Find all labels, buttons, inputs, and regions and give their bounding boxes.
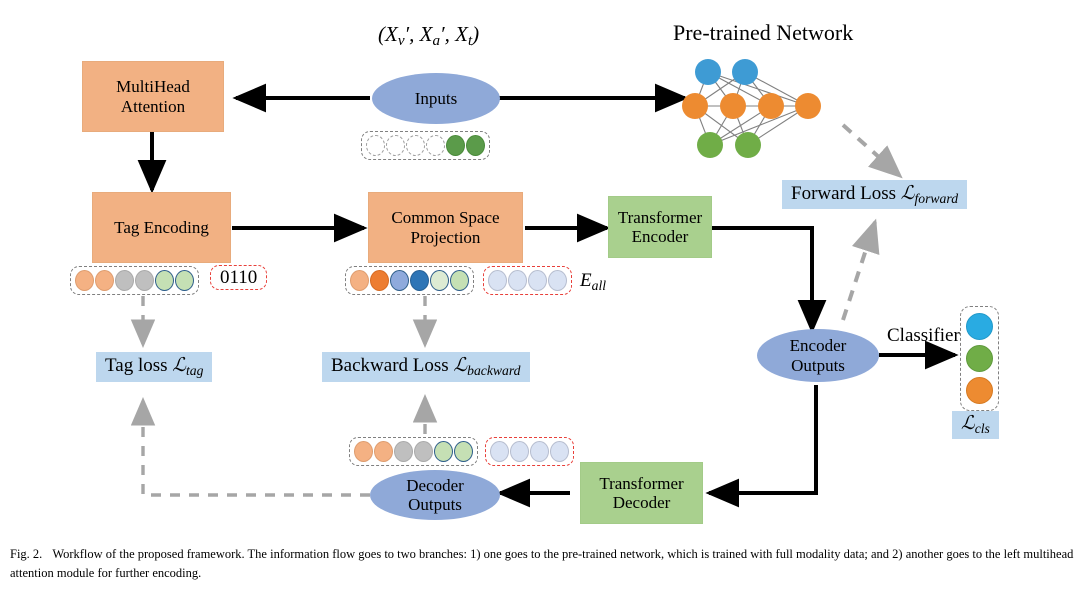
common-space-projection-box[interactable]: Common Space Projection (368, 192, 523, 263)
arrow-encoder-to-encoderoutputs (712, 226, 827, 334)
arrow-encoderoutputs-to-decoder (705, 385, 818, 508)
token-dot-lightgreen (155, 270, 174, 291)
dashed-decoderoutputs-to-tagloss (130, 396, 370, 497)
transformer-decoder-label-line2: Decoder (612, 493, 671, 512)
network-node-input-2 (732, 59, 758, 85)
token-dot-lightgreen (450, 270, 469, 291)
token-dot-paleblue (530, 441, 549, 462)
multihead-attention-label-line1: MultiHead (116, 77, 190, 97)
network-node-input-1 (695, 59, 721, 85)
token-dot-lightorange (75, 270, 94, 291)
tag-encoding-label: Tag Encoding (114, 217, 209, 237)
multihead-attention-box[interactable]: MultiHead Attention (82, 61, 224, 132)
token-dot-paleblue (528, 270, 547, 291)
dashed-encoderoutputs-to-forwardloss (841, 218, 880, 321)
pretrained-network-graph (694, 71, 809, 146)
token-dot-lightgreen (434, 441, 453, 462)
token-dot-lightorange (95, 270, 114, 291)
inputs-token-strip (361, 131, 490, 160)
token-dot-green (466, 135, 485, 156)
token-dot-empty (406, 135, 425, 156)
tag-encoding-box[interactable]: Tag Encoding (92, 192, 231, 263)
inputs-label: Inputs (414, 88, 458, 108)
cls-loss-box: ℒcls (952, 411, 999, 439)
backward-loss-box: Backward Loss ℒbackward (322, 352, 530, 382)
tag-bits-label: 0110 (220, 267, 258, 288)
transformer-decoder-box[interactable]: Transformer Decoder (580, 462, 703, 524)
tag-bits-box: 0110 (210, 265, 268, 290)
token-dot-gray (135, 270, 154, 291)
token-dot-paleblue (550, 441, 569, 462)
token-dot-gray (115, 270, 134, 291)
inputs-ellipse[interactable]: Inputs (372, 73, 500, 124)
figure-caption: Fig. 2.Workflow of the proposed framewor… (10, 545, 1076, 584)
input-formula: (Xv′, Xa′, Xt) (378, 22, 480, 50)
token-dot-gray (414, 441, 433, 462)
transformer-encoder-label-line1: Transformer (617, 207, 703, 227)
e-all-label: Eall (580, 270, 607, 293)
token-dot-green (446, 135, 465, 156)
pretrained-network-nodes (682, 59, 821, 158)
common-space-label-line1: Common Space (391, 208, 500, 228)
network-node-output-2 (735, 132, 761, 158)
token-dot-empty (366, 135, 385, 156)
token-dot-palegreen (430, 270, 449, 291)
token-dot-lightblue (390, 270, 409, 291)
token-dot-gray (394, 441, 413, 462)
token-dot-paleblue (508, 270, 527, 291)
token-dot-lightorange (374, 441, 393, 462)
classifier-label: Classifier (887, 325, 960, 346)
encoder-outputs-label-line1: Encoder (789, 336, 847, 356)
encoder-outputs-ellipse[interactable]: Encoder Outputs (757, 329, 879, 382)
figure-caption-text: Workflow of the proposed framework. The … (10, 547, 1074, 581)
pretrained-network-title: Pre-trained Network (673, 20, 854, 45)
token-dot-lightgreen (454, 441, 473, 462)
transformer-encoder-box[interactable]: Transformer Encoder (608, 196, 712, 258)
transformer-encoder-label-line2: Encoder (631, 227, 689, 246)
tag-encoding-token-strip (70, 266, 199, 295)
decoder-pale-token-strip (485, 437, 574, 466)
decoder-outputs-ellipse[interactable]: Decoder Outputs (370, 470, 500, 520)
token-dot-lightorange (354, 441, 373, 462)
token-dot-paleblue (510, 441, 529, 462)
tag-loss-label: Tag loss ℒtag (105, 355, 204, 379)
class-dot-cyan (966, 313, 993, 340)
cls-loss-label: ℒcls (961, 413, 990, 437)
token-dot-empty (386, 135, 405, 156)
common-space-label-line2: Projection (410, 227, 481, 247)
network-node-hidden-1 (682, 93, 708, 119)
forward-loss-box: Forward Loss ℒforward (782, 180, 968, 209)
decoder-token-strip (349, 437, 478, 466)
token-dot-blue (410, 270, 429, 291)
backward-loss-label: Backward Loss ℒbackward (331, 355, 521, 379)
e-all-token-strip (483, 266, 572, 295)
token-dot-orange (370, 270, 389, 291)
common-space-token-strip (345, 266, 474, 295)
dashed-pretrained-to-forwardloss (841, 123, 903, 179)
network-node-output-1 (697, 132, 723, 158)
network-node-hidden-4 (795, 93, 821, 119)
token-dot-lightorange (350, 270, 369, 291)
token-dot-paleblue (548, 270, 567, 291)
token-dot-paleblue (490, 441, 509, 462)
figure-number: Fig. 2. (10, 547, 43, 561)
token-dot-empty (426, 135, 445, 156)
decoder-outputs-label-line2: Outputs (408, 495, 462, 514)
forward-loss-label: Forward Loss ℒforward (791, 182, 959, 206)
token-dot-lightgreen (175, 270, 194, 291)
network-node-hidden-3 (758, 93, 784, 119)
classifier-output-strip (960, 306, 999, 411)
class-dot-orange (966, 377, 993, 404)
token-dot-paleblue (488, 270, 507, 291)
transformer-decoder-label-line1: Transformer (599, 473, 684, 493)
tag-loss-box: Tag loss ℒtag (96, 352, 213, 382)
network-node-hidden-2 (720, 93, 746, 119)
class-dot-green (966, 345, 993, 372)
multihead-attention-label-line2: Attention (120, 96, 186, 116)
encoder-outputs-label-line2: Outputs (791, 355, 845, 375)
figure-canvas: (Xv′, Xa′, Xt) Pre-trained Network Multi… (70, 20, 999, 524)
decoder-outputs-label-line1: Decoder (406, 475, 464, 495)
